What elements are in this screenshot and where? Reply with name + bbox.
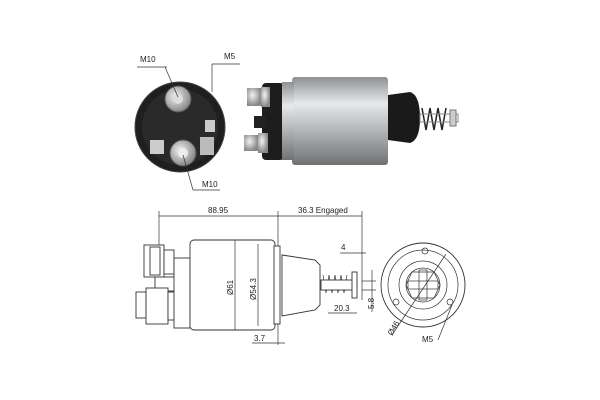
label-m10-top: M10	[140, 55, 156, 64]
technical-side-drawing: 88.95 36.3 Engaged Ø61 Ø54.3 4 5.8 20.3 …	[135, 206, 376, 345]
dim-plunger-gap: 4	[341, 243, 346, 252]
dim-inner-diameter: Ø54.3	[249, 278, 258, 300]
dim-spring-length: 20.3	[334, 304, 350, 313]
technical-end-drawing: Ø46 M5	[380, 242, 466, 344]
end-view-photo: M10 M5 M10	[134, 52, 240, 191]
dim-flange-diameter: Ø46	[386, 319, 402, 337]
side-view-photo	[244, 77, 459, 165]
dim-overall-length: 88.95	[208, 206, 229, 215]
dim-flange-thickness: 3.7	[254, 334, 266, 343]
dim-engaged-stroke: 36.3 Engaged	[298, 206, 348, 215]
label-m10-bottom: M10	[202, 180, 218, 189]
solenoid-body	[292, 77, 388, 165]
label-m5: M5	[224, 52, 236, 61]
dim-body-diameter: Ø61	[226, 279, 235, 295]
dim-plunger-height: 5.8	[367, 297, 376, 309]
dim-mount-thread: M5	[422, 335, 434, 344]
